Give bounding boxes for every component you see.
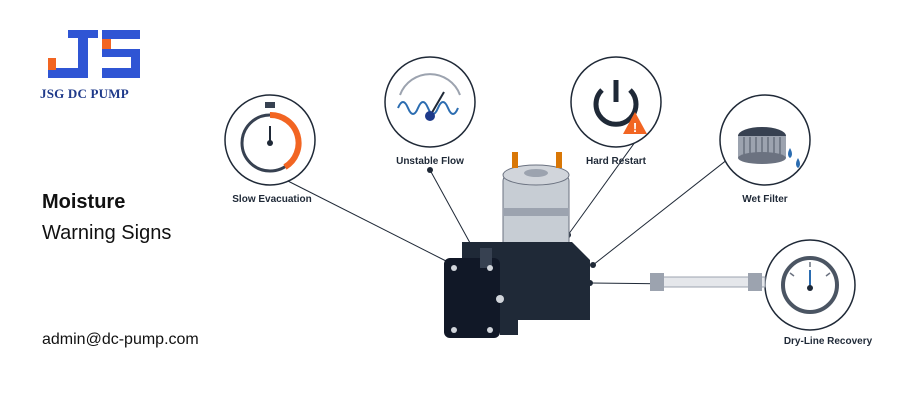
pump-diagram: Slow Evacuation Unstable Flow ! Hard Res… [224,56,873,347]
headline-title: Moisture [42,191,126,213]
label-dry-line-recovery: Dry-Line Recovery [784,336,873,347]
brand-logo-icon [48,30,140,78]
headline-subtitle: Warning Signs [42,222,172,244]
stopwatch-icon [224,94,316,186]
label-hard-restart: Hard Restart [586,156,647,167]
wet-filter-icon [719,94,811,186]
dry-line-tube [650,273,766,291]
wavy-gauge-icon [384,56,476,148]
contact-email[interactable]: admin@dc-pump.com [42,331,199,348]
pressure-gauge-icon [764,239,856,331]
pump-illustration [444,152,590,338]
power-warning-icon: ! [570,56,662,148]
label-slow-evacuation: Slow Evacuation [232,194,311,205]
brand-name: JSG DC PUMP [40,86,129,101]
label-wet-filter: Wet Filter [742,194,787,205]
svg-text:!: ! [633,120,637,135]
label-unstable-flow: Unstable Flow [396,156,464,167]
